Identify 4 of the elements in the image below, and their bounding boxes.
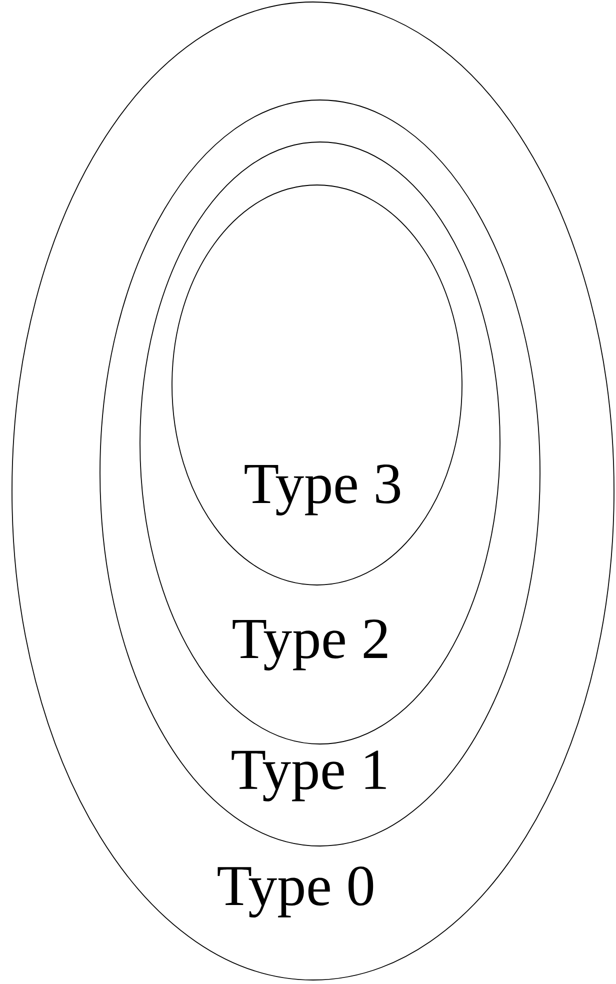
region-label: Type 3 xyxy=(244,464,400,516)
region-label: Type 2 xyxy=(232,620,388,670)
region-label: Type 1 xyxy=(232,750,386,802)
region-label: Type 0 xyxy=(218,866,374,918)
